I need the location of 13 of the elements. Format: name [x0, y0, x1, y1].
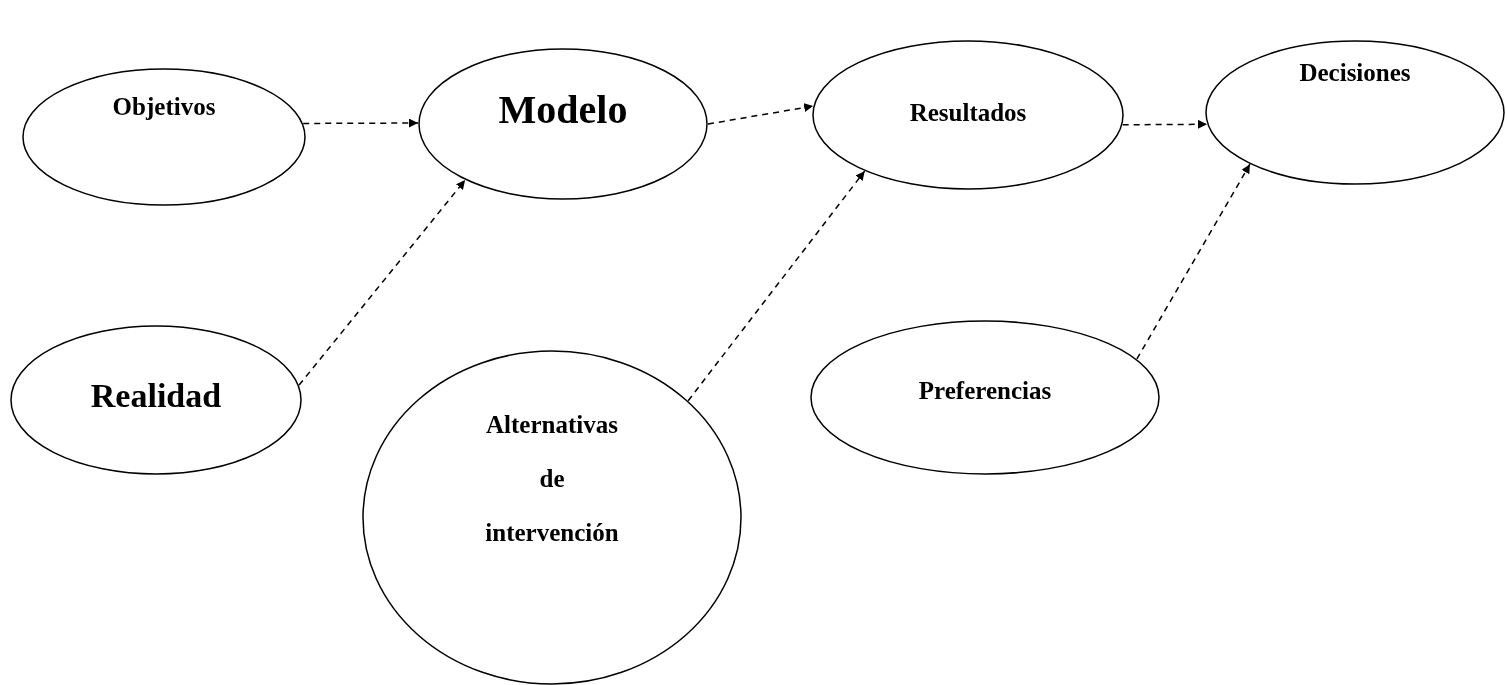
dashed-arrow [298, 179, 466, 386]
dashed-arrow [707, 103, 814, 125]
node-label: Realidad [89, 376, 223, 416]
dashed-arrow [1136, 163, 1251, 360]
node-label: Modelo [497, 86, 629, 134]
dashed-arrow [302, 118, 419, 128]
node-label: Resultados [908, 98, 1028, 128]
dashed-arrow [1121, 119, 1208, 129]
node-label: Objetivos [111, 92, 217, 122]
node-label: Alternativas de intervención [484, 410, 620, 548]
dashed-arrow [687, 170, 866, 402]
node-label: Preferencias [917, 376, 1053, 406]
node-label: Decisiones [1298, 58, 1412, 88]
